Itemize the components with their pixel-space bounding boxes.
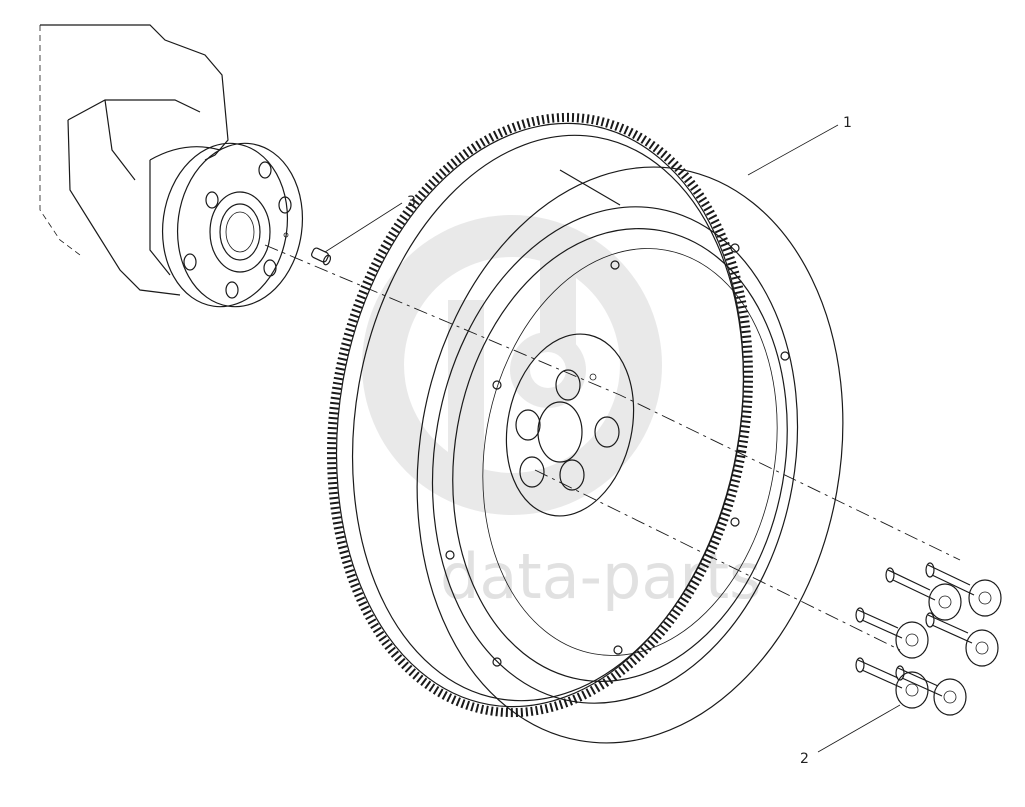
crankshaft: [39, 24, 304, 308]
callout-3: 3: [407, 194, 416, 210]
leader-line-2: [817, 704, 901, 753]
assembly-axis-line: [264, 244, 961, 561]
flywheel-bolts: [855, 562, 1002, 716]
flywheel: [327, 112, 844, 744]
bolt: [895, 665, 967, 716]
leader-line-1: [747, 124, 839, 176]
bolt: [885, 567, 962, 621]
dowel-pin: [311, 247, 332, 266]
callout-1: 1: [843, 115, 852, 131]
callout-2: 2: [800, 751, 809, 767]
bolt: [855, 607, 929, 659]
bolt: [925, 562, 1002, 617]
leader-line-3: [324, 202, 403, 253]
watermark-logo: [362, 215, 662, 515]
bolt: [855, 657, 929, 709]
bolt: [925, 612, 999, 667]
watermark-text: data-parts: [440, 540, 761, 613]
bolt-axis-line: [534, 469, 901, 651]
